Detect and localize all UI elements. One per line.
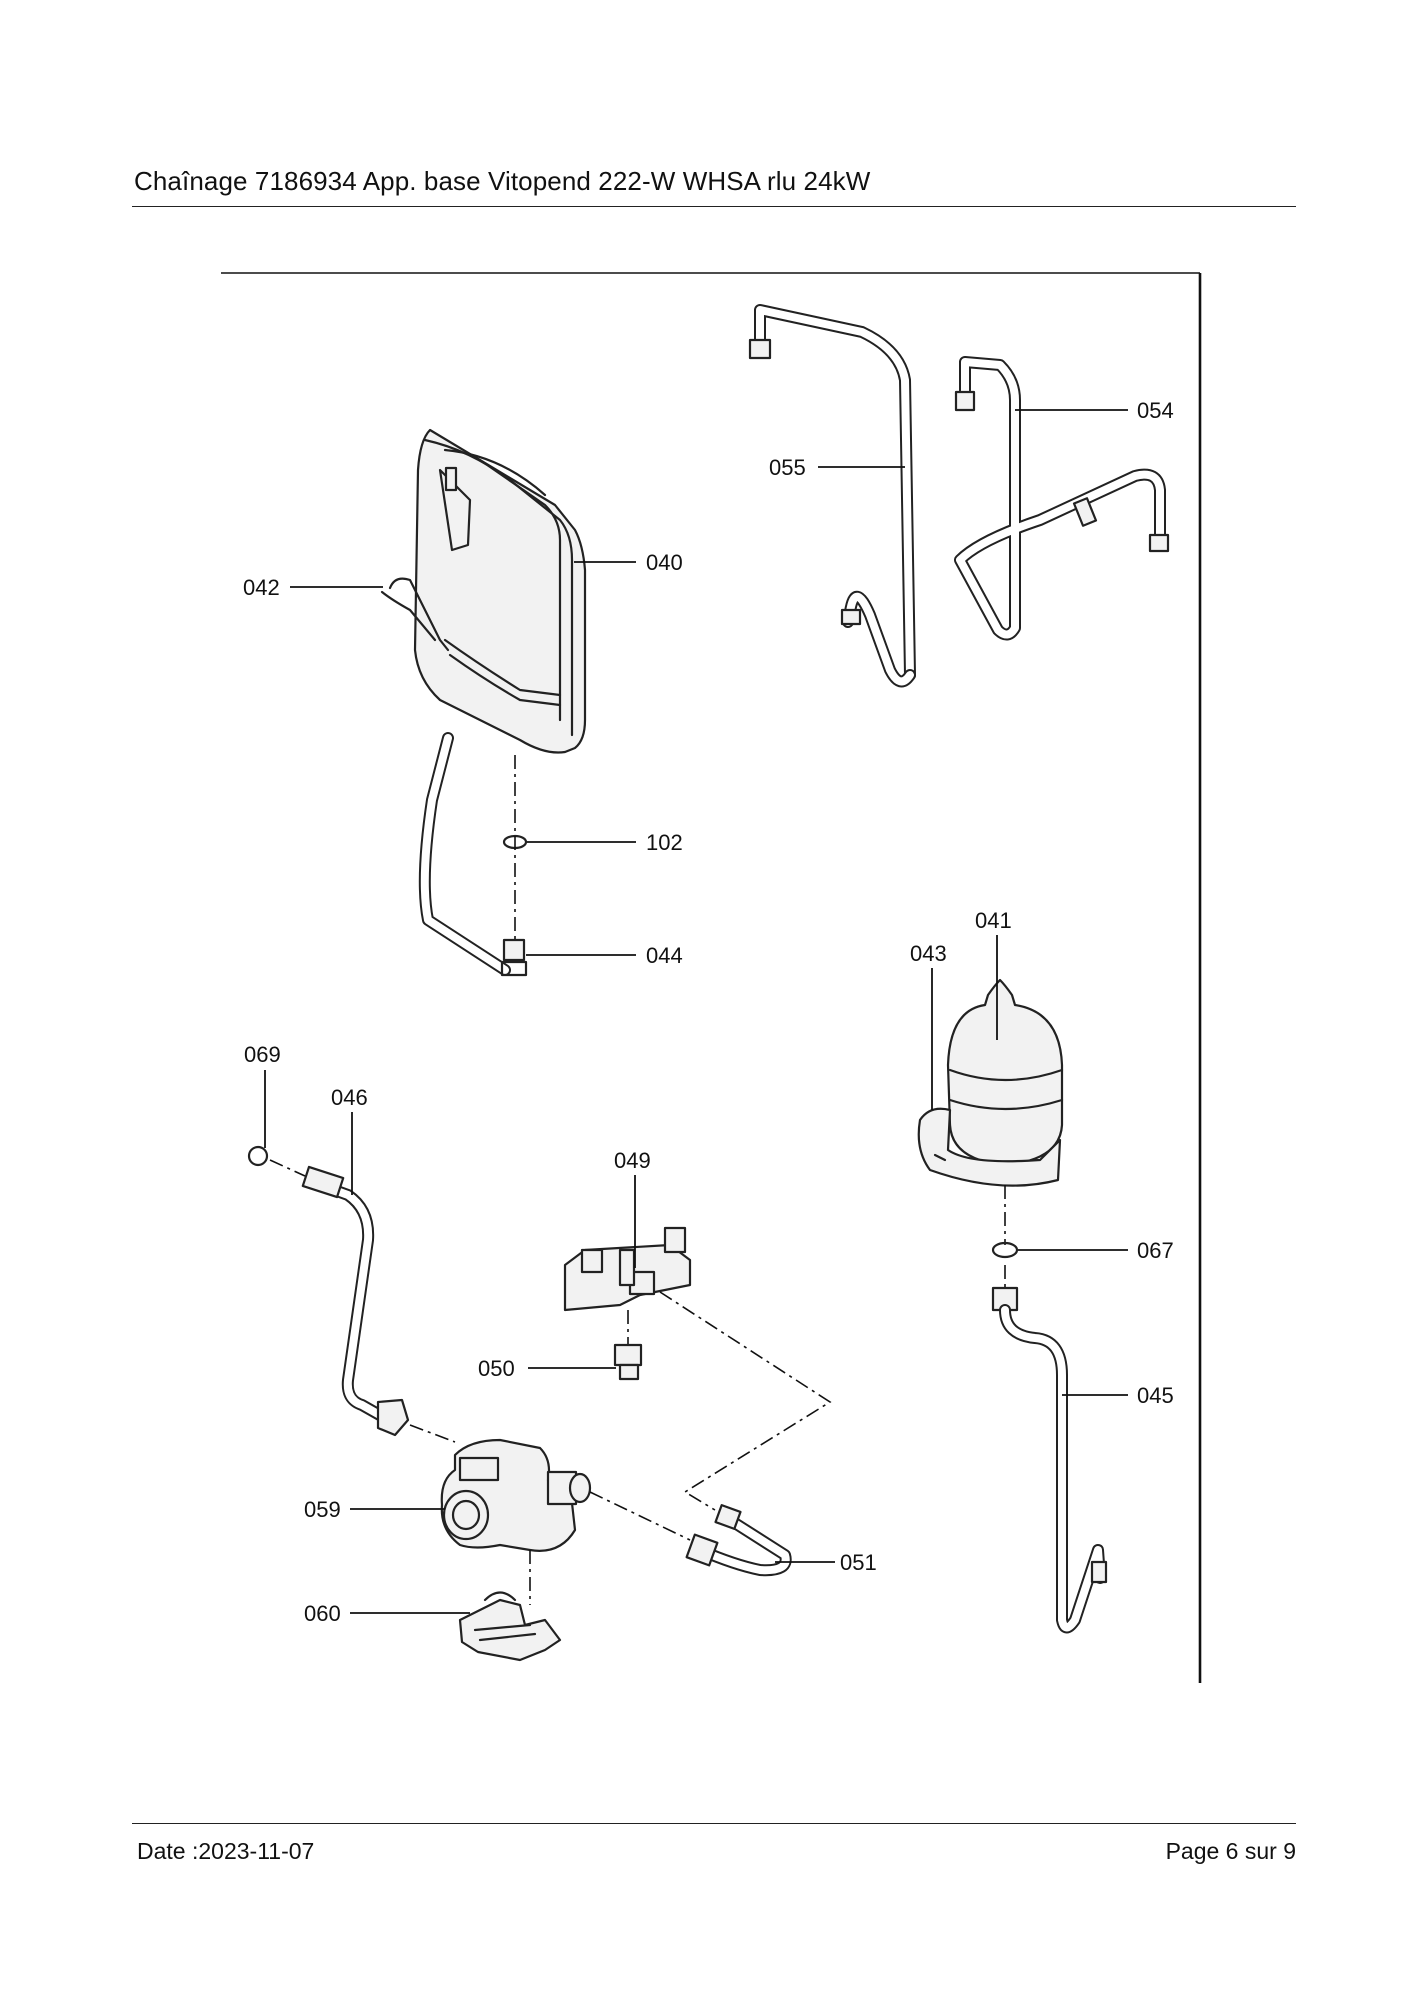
- label-055: 055: [769, 455, 806, 480]
- label-102: 102: [646, 830, 683, 855]
- label-043: 043: [910, 941, 947, 966]
- pipe-054: [954, 356, 1170, 641]
- leader-lines: [264, 409, 1128, 1614]
- label-050: 050: [478, 1356, 515, 1381]
- label-040: 040: [646, 550, 683, 575]
- pipe-046: [247, 1145, 410, 1437]
- label-054: 054: [1137, 398, 1174, 423]
- header-divider: [132, 206, 1296, 207]
- pipe-055: [748, 304, 916, 688]
- label-067: 067: [1137, 1238, 1174, 1263]
- footer-divider: [132, 1823, 1296, 1824]
- expansion-vessel: [380, 428, 587, 754]
- page-number: Page 6 sur 9: [1165, 1838, 1296, 1864]
- label-069: 069: [244, 1042, 281, 1067]
- label-042: 042: [243, 575, 280, 600]
- fitting-050: [613, 1343, 643, 1381]
- label-051: 051: [840, 1550, 877, 1575]
- small-expansion-vessel: [917, 978, 1064, 1187]
- label-046: 046: [331, 1085, 368, 1110]
- diagram-frame: [221, 272, 1202, 1683]
- vessel-connection-pipe: [418, 732, 528, 977]
- valve-049: [563, 1226, 692, 1312]
- pipe-045: [991, 1286, 1108, 1634]
- page-title: Chaînage 7186934 App. base Vitopend 222-…: [134, 166, 871, 196]
- part-labels: 040 042 102 044 055 054 041 043 067 045 …: [243, 398, 1174, 1626]
- gasket-067: [991, 1241, 1019, 1259]
- label-060: 060: [304, 1601, 341, 1626]
- label-041: 041: [975, 908, 1012, 933]
- bracket-060: [458, 1591, 562, 1662]
- label-044: 044: [646, 943, 683, 968]
- label-049: 049: [614, 1148, 651, 1173]
- footer-date: Date :2023-11-07: [137, 1838, 315, 1864]
- label-045: 045: [1137, 1383, 1174, 1408]
- pump-059: [440, 1438, 592, 1552]
- label-059: 059: [304, 1497, 341, 1522]
- pipe-051: [685, 1504, 792, 1577]
